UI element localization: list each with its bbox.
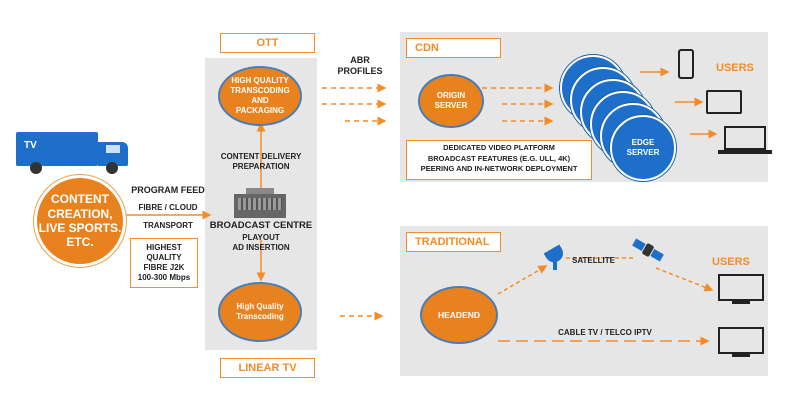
transport-label: TRANSPORT [143,221,193,230]
laptop-icon [718,126,772,156]
quality-box: HIGHEST QUALITY FIBRE J2K 100-300 Mbps [130,238,198,288]
headend-dish-arrow [497,265,548,295]
traditional-users-label: USERS [712,256,750,268]
broadcast-centre-label: BROADCAST CENTRE [209,220,313,231]
cdn-users-label: USERS [716,62,754,74]
satellite-label: SATELLITE [572,256,615,265]
tv-truck-icon: TV [16,132,134,176]
platform-box: DEDICATED VIDEO PLATFORM BROADCAST FEATU… [406,140,592,180]
edge-server-label: EDGE SERVER [626,138,660,157]
phone-icon [678,49,694,79]
headend-oval: HEADEND [420,286,498,344]
origin-server-oval: ORIGIN SERVER [418,74,484,128]
satellite-tv-arrow [655,267,714,292]
linear-transcoding-oval: High Quality Transcoding [218,282,302,342]
edge-server-circle-6: EDGE SERVER [610,115,676,181]
cdn-tag: CDN [406,38,501,58]
broadcast-centre-icon [234,188,286,218]
abr-profiles-label: ABR PROFILES [337,55,383,77]
ott-tag: OTT [220,33,315,53]
tv-icon-1 [718,274,764,306]
playout-label: PLAYOUT AD INSERTION [232,233,290,252]
ott-transcoding-oval: HIGH QUALITY TRANSCODING AND PACKAGING [218,66,302,126]
satellite-dish-icon [543,244,570,270]
content-creation-circle: CONTENT CREATION, LIVE SPORTS. ETC. [34,175,126,267]
program-feed-label: PROGRAM FEED [131,185,205,195]
cable-label: CABLE TV / TELCO IPTV [558,328,652,337]
fibre-cloud-label: FIBRE / CLOUD [138,203,198,212]
traditional-tag: TRADITIONAL [406,232,501,252]
linear-tv-tag: LINEAR TV [220,358,315,378]
tablet-icon [706,90,742,114]
truck-label: TV [24,140,37,151]
content-delivery-label: CONTENT DELIVERY PREPARATION [220,152,302,171]
tv-icon-2 [718,327,764,359]
